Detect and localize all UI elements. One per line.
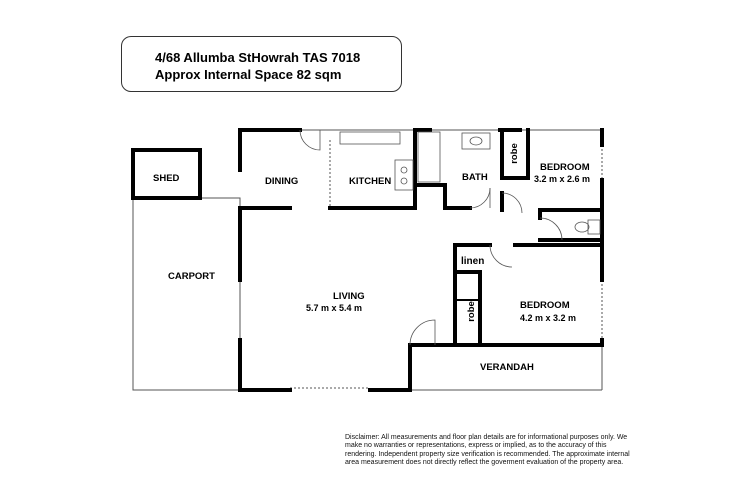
- bedroom-1-label: BEDROOM: [540, 162, 590, 173]
- stove: [394, 159, 414, 191]
- carport-label: CARPORT: [168, 271, 215, 282]
- dining-label: DINING: [265, 176, 299, 187]
- kitchen-bench: [339, 131, 401, 145]
- bath-label: BATH: [462, 172, 488, 183]
- robe-label-1: robe: [508, 143, 520, 164]
- internal-space-subtitle: Approx Internal Space 82 sqm: [155, 67, 342, 82]
- shed-walls: [131, 148, 202, 200]
- verandah-label: VERANDAH: [480, 362, 534, 373]
- door-swing-dining: [299, 129, 321, 151]
- bathtub: [417, 131, 441, 183]
- kitchen-label: KITCHEN: [349, 176, 392, 187]
- bedroom-1-dimensions: 3.2 m x 2.6 m: [534, 174, 591, 184]
- robe-label-2: robe: [465, 301, 477, 322]
- carport-outline: [132, 197, 241, 391]
- linen-label: linen: [461, 256, 485, 267]
- vanity: [461, 132, 491, 150]
- bedroom-2-label: BEDROOM: [520, 300, 570, 311]
- living-dimensions: 5.7 m x 5.4 m: [306, 303, 363, 313]
- address-title: 4/68 Allumba StHowrah TAS 7018: [155, 50, 361, 65]
- shed-label: SHED: [153, 173, 180, 184]
- bedroom-2-dimensions: 4.2 m x 3.2 m: [520, 313, 577, 323]
- toilet: [587, 219, 601, 235]
- title-box: [121, 36, 402, 92]
- living-label: LIVING: [333, 291, 365, 302]
- disclaimer-text: Disclaimer: All measurements and floor p…: [345, 434, 630, 466]
